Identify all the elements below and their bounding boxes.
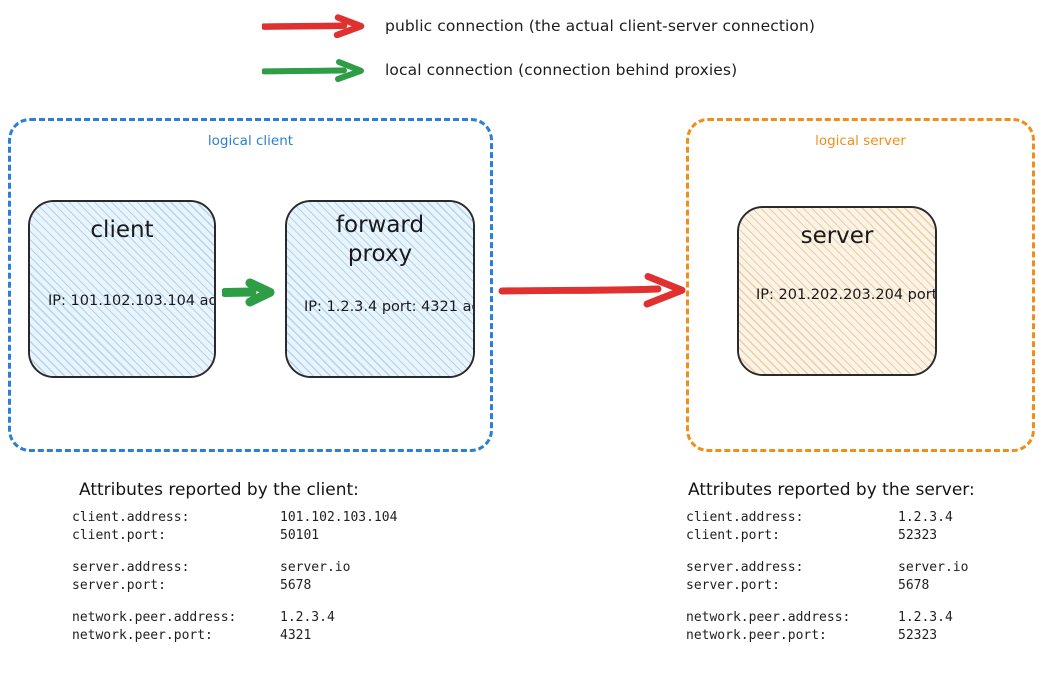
client-attributes-table: Attributes reported by the client: clien…	[72, 480, 397, 659]
legend-label-local-connection: local connection (connection behind prox…	[385, 61, 738, 79]
node-client[interactable]: client IP: 101.102.103.104 address: clie…	[28, 200, 216, 378]
server-attr-group: client.address: 1.2.3.4 client.port: 523…	[686, 509, 975, 546]
green-arrow-icon	[262, 58, 367, 82]
local-connection-arrow	[220, 277, 284, 311]
attr-value: 52323	[898, 528, 938, 544]
client-attributes-heading: Attributes reported by the client:	[79, 480, 359, 500]
attr-value: 5678	[280, 578, 312, 594]
node-forward-proxy-details: IP: 1.2.3.4 port: 4321 address: proxy.io	[304, 299, 473, 315]
client-attr-group: network.peer.address: 1.2.3.4 network.pe…	[72, 609, 397, 646]
logical-server-label: logical server	[815, 133, 906, 149]
table-row: network.peer.address: 1.2.3.4	[72, 609, 397, 627]
attr-value: 101.102.103.104	[280, 510, 398, 525]
server-attr-group: server.address: server.io server.port: 5…	[686, 559, 975, 596]
attr-key: server.port:	[686, 578, 780, 594]
server-attributes-table: Attributes reported by the server: clien…	[686, 480, 975, 659]
table-row: server.address: server.io	[686, 559, 975, 577]
server-hatch-fill	[739, 208, 935, 374]
client-attr-group: client.address: 101.102.103.104 client.p…	[72, 509, 397, 546]
table-row: server.port: 5678	[686, 577, 975, 595]
red-arrow-icon	[262, 14, 367, 38]
server-attributes-heading: Attributes reported by the server:	[688, 480, 975, 500]
logical-client-label: logical client	[207, 133, 294, 149]
table-row: server.port: 5678	[72, 577, 397, 595]
attr-key: server.port:	[72, 578, 166, 594]
attr-key: network.peer.port:	[686, 628, 827, 644]
attr-key: network.peer.address:	[72, 609, 237, 625]
attr-value: 52323	[898, 628, 938, 644]
attr-value: 1.2.3.4	[898, 609, 953, 625]
attr-key: network.peer.address:	[686, 609, 851, 625]
table-row: network.peer.address: 1.2.3.4	[686, 609, 975, 627]
attr-key: client.address:	[72, 510, 190, 525]
table-row: client.port: 50101	[72, 527, 397, 545]
table-row: client.address: 101.102.103.104	[72, 509, 397, 527]
attr-key: server.address:	[72, 559, 190, 575]
table-row: server.address: server.io	[72, 559, 397, 577]
server-attr-group: network.peer.address: 1.2.3.4 network.pe…	[686, 609, 975, 646]
attr-key: client.port:	[686, 528, 780, 544]
attr-value: server.io	[280, 559, 351, 575]
attr-key: client.port:	[72, 528, 166, 544]
public-connection-arrow	[498, 268, 696, 316]
client-hatch-fill	[30, 202, 214, 376]
attr-key: network.peer.port:	[72, 628, 213, 644]
node-server-title: server	[800, 223, 874, 249]
node-server[interactable]: server IP: 201.202.203.204 port: 5678 ad…	[737, 206, 937, 376]
attr-value: 1.2.3.4	[280, 609, 335, 625]
attr-key: client.address:	[686, 510, 804, 525]
attr-value: 50101	[280, 528, 320, 544]
legend-item-public-connection: public connection (the actual client-ser…	[262, 14, 815, 38]
node-server-details: IP: 201.202.203.204 port: 5678 address: …	[756, 287, 937, 303]
client-attr-group: server.address: server.io server.port: 5…	[72, 559, 397, 596]
attr-key: server.address:	[686, 559, 804, 575]
table-row: client.address: 1.2.3.4	[686, 509, 975, 527]
logical-client-container: logical client	[8, 118, 493, 452]
attr-value: server.io	[898, 559, 969, 575]
node-forward-proxy-title: forward proxy	[335, 212, 425, 267]
proxy-hatch-fill	[287, 202, 473, 376]
table-row: network.peer.port: 4321	[72, 627, 397, 645]
table-row: network.peer.port: 52323	[686, 627, 975, 645]
node-forward-proxy[interactable]: forward proxy IP: 1.2.3.4 port: 4321 add…	[285, 200, 475, 378]
attr-value: 4321	[280, 628, 312, 644]
legend-label-public-connection: public connection (the actual client-ser…	[385, 17, 816, 35]
node-client-details: IP: 101.102.103.104 address: client.io	[48, 293, 216, 309]
table-row: client.port: 52323	[686, 527, 975, 545]
logical-server-container: logical server	[686, 118, 1035, 452]
legend-item-local-connection: local connection (connection behind prox…	[262, 58, 737, 82]
attr-value: 5678	[898, 578, 930, 594]
node-client-title: client	[90, 217, 154, 243]
attr-value: 1.2.3.4	[898, 510, 953, 525]
